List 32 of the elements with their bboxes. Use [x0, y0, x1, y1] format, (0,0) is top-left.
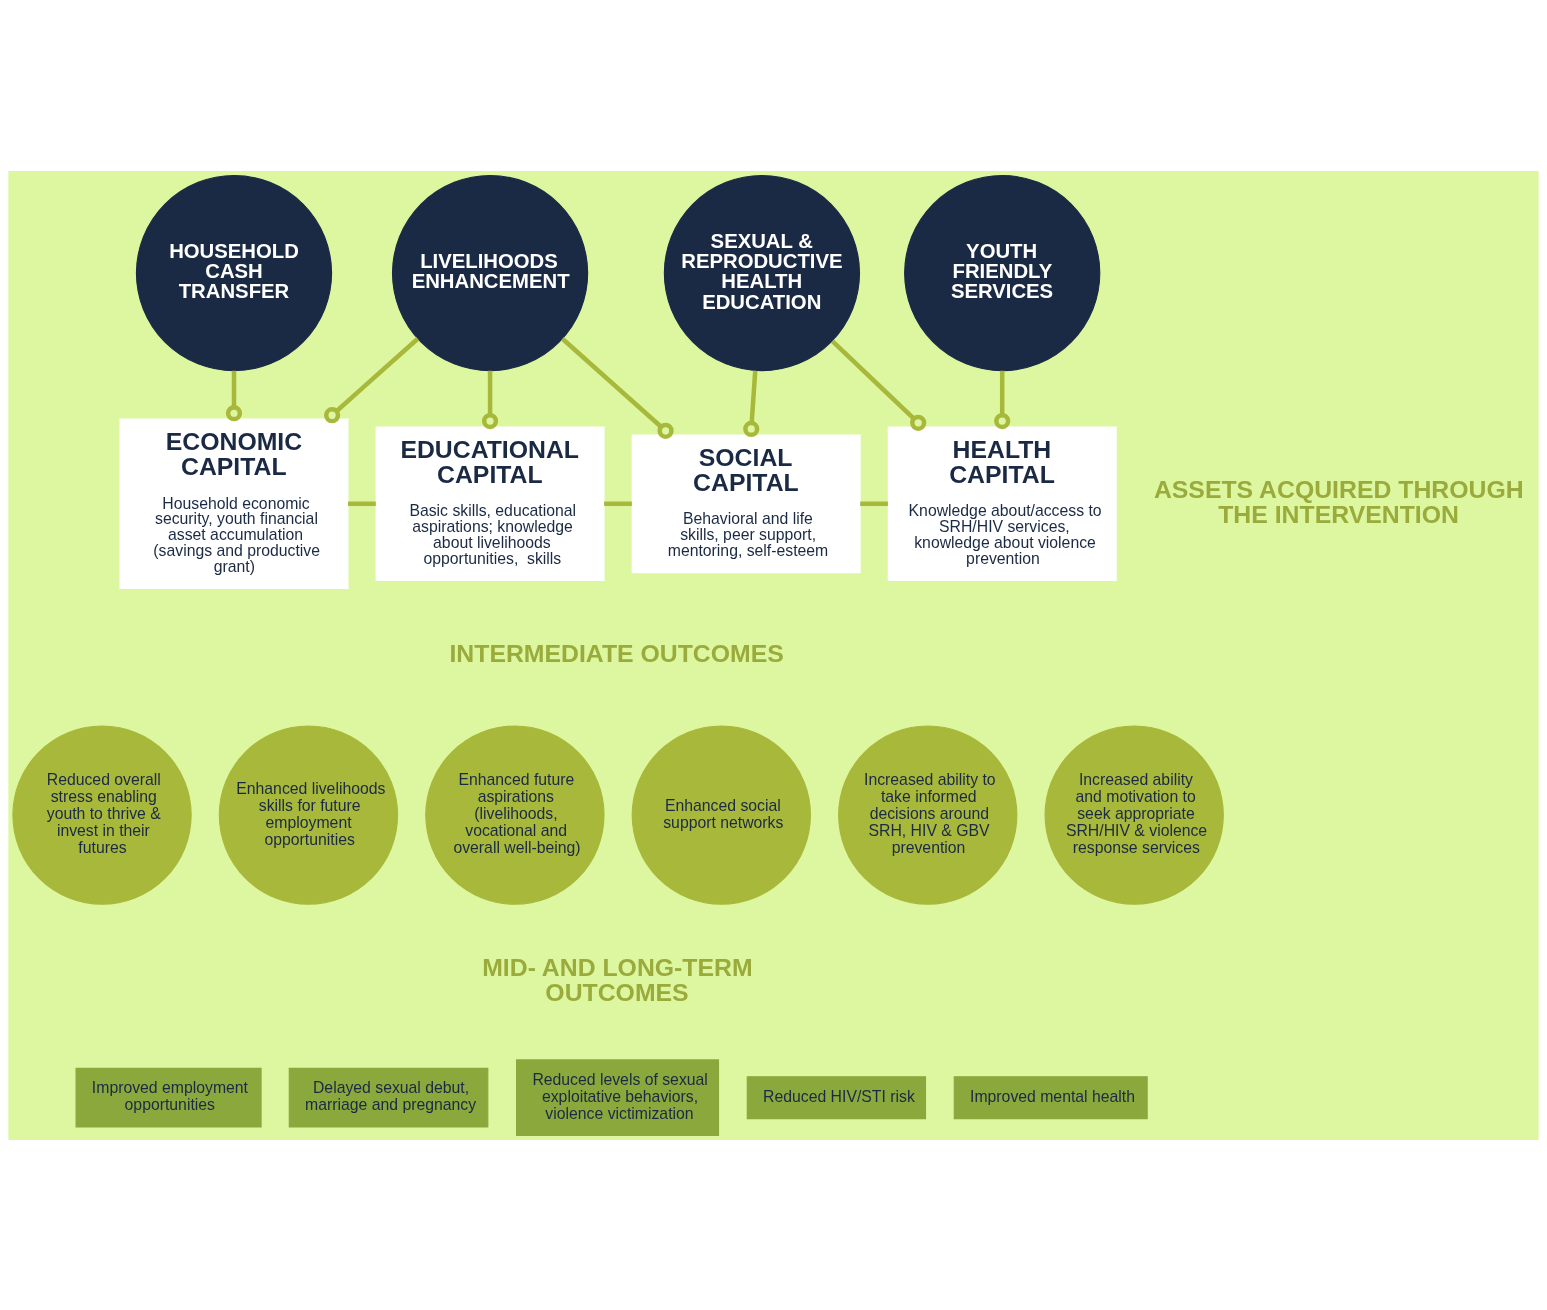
node-box: EDUCATIONAL CAPITAL Basic skills, educational aspirations; knowledge about livelihoods opportunities, skills	[375, 426, 605, 581]
label: ASSETS ACQUIRED THROUGH THE INTERVENTION	[1153, 475, 1524, 527]
node-circle: SEXUAL & REPRODUCTIVE HEALTH EDUCATION	[663, 174, 861, 371]
node-box: Delayed sexual debut, marriage and pregnancy	[288, 1067, 489, 1128]
connector	[604, 501, 632, 506]
node-box: Improved mental health	[953, 1075, 1148, 1119]
node-circle: Enhanced future aspirations (livelihoods, vocational and overall well-being)	[425, 724, 605, 905]
node-circle: LIVELIHOODS ENHANCEMENT	[391, 174, 589, 371]
node-box: SOCIAL CAPITAL Behavioral and life skills, peer support, mentoring, self-esteem	[631, 433, 861, 573]
node-box: Reduced levels of sexual exploitative behaviors, violence victimization	[516, 1058, 720, 1136]
label: INTERMEDIATE OUTCOMES	[449, 639, 784, 667]
connector	[225, 370, 243, 421]
connector	[994, 370, 1011, 429]
node-circle: Enhanced social support networks	[631, 724, 811, 905]
connector	[481, 370, 499, 429]
node-circle: Increased ability to take informed decisions around SRH, HIV & GBV prevention	[838, 724, 1018, 905]
node-circle: HOUSEHOLD CASH TRANSFER	[135, 174, 333, 371]
connector	[560, 336, 674, 439]
node-box: HEALTH CAPITAL Knowledge about/access to SRH/HIV services, knowledge about violence prevention	[887, 426, 1117, 581]
node-box: ECONOMIC CAPITAL Household economic security, youth financial asset accumulation (savings and productive grant)	[119, 418, 349, 589]
label: MID- AND LONG-TERM OUTCOMES	[482, 953, 753, 1006]
node-circle: Increased ability and motivation to seek appropriate SRH/HIV & violence response services	[1044, 724, 1224, 905]
connector	[830, 339, 927, 431]
connector	[860, 501, 888, 506]
connector	[324, 336, 420, 423]
node-box: Improved employment opportunities	[75, 1067, 262, 1128]
node-circle: YOUTH FRIENDLY SERVICES	[904, 174, 1101, 371]
node-circle: Reduced overall stress enabling youth to thrive & invest in their futures	[12, 724, 192, 905]
connector	[348, 501, 376, 506]
node-box: Reduced HIV/STI risk	[746, 1075, 927, 1119]
node-circle: Enhanced livelihoods skills for future employment opportunities	[218, 724, 399, 905]
connector	[743, 370, 760, 437]
